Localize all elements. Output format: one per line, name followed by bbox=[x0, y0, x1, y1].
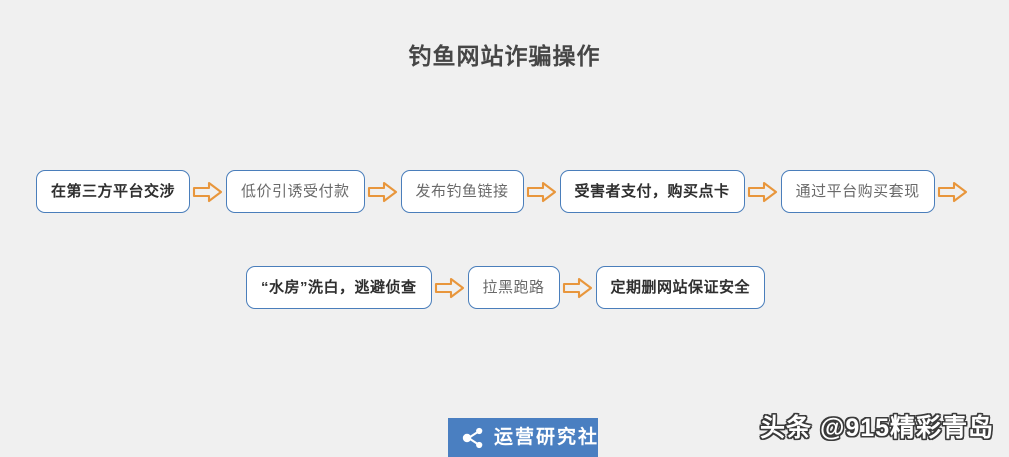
arrow-right-icon bbox=[935, 179, 971, 205]
watermark-text: 头条 @915精彩青岛 bbox=[760, 414, 995, 442]
flow-node-label: 低价引诱受付款 bbox=[241, 183, 350, 200]
arrow-right-icon bbox=[432, 275, 468, 301]
arrow-right-icon bbox=[524, 179, 560, 205]
flow-node-2-1[interactable]: “水房”洗白，逃避侦查 bbox=[246, 266, 432, 309]
flow-row-2: “水房”洗白，逃避侦查 拉黑跑路 定期删网站保证安全 bbox=[246, 266, 766, 309]
flow-node-1-5[interactable]: 通过平台购买套现 bbox=[780, 170, 935, 213]
flow-node-label: 通过平台购买套现 bbox=[795, 183, 920, 200]
arrow-right-icon bbox=[190, 179, 226, 205]
flow-node-1-4[interactable]: 受害者支付，购买点卡 bbox=[559, 170, 745, 213]
arrow-right-icon bbox=[560, 275, 596, 301]
share-nodes-icon bbox=[460, 425, 486, 451]
flow-row-1: 在第三方平台交涉 低价引诱受付款 发布钓鱼链接 受害者支付，购买点卡 bbox=[36, 170, 971, 213]
flow-node-1-2[interactable]: 低价引诱受付款 bbox=[226, 170, 365, 213]
flow-node-label: “水房”洗白，逃避侦查 bbox=[261, 279, 417, 296]
flow-node-1-3[interactable]: 发布钓鱼链接 bbox=[400, 170, 524, 213]
flow-node-1-1[interactable]: 在第三方平台交涉 bbox=[36, 170, 191, 213]
flow-node-label: 受害者支付，购买点卡 bbox=[574, 183, 730, 200]
flow-node-label: 在第三方平台交涉 bbox=[51, 183, 176, 200]
arrow-right-icon bbox=[365, 179, 401, 205]
flow-node-label: 发布钓鱼链接 bbox=[415, 183, 509, 200]
flow-node-2-2[interactable]: 拉黑跑路 bbox=[467, 266, 560, 309]
flow-node-label: 定期删网站保证安全 bbox=[610, 279, 751, 296]
brand-logo-badge: 运营研究社 bbox=[448, 418, 598, 457]
brand-logo-text: 运营研究社 bbox=[494, 427, 600, 448]
flow-node-2-3[interactable]: 定期删网站保证安全 bbox=[595, 266, 766, 309]
page-title: 钓鱼网站诈骗操作 bbox=[408, 43, 601, 69]
arrow-right-icon bbox=[745, 179, 781, 205]
flow-node-label: 拉黑跑路 bbox=[482, 279, 545, 296]
